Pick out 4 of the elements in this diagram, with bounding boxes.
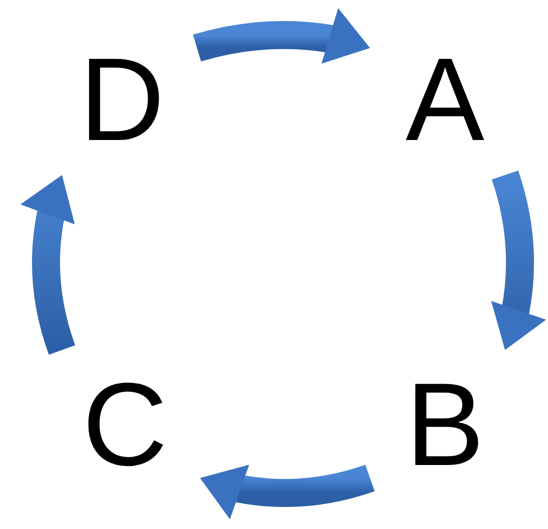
step-letter: D (79, 41, 165, 159)
step-letter: C (82, 366, 168, 484)
step-letter: B (406, 366, 484, 484)
step-letter: A (406, 41, 484, 159)
